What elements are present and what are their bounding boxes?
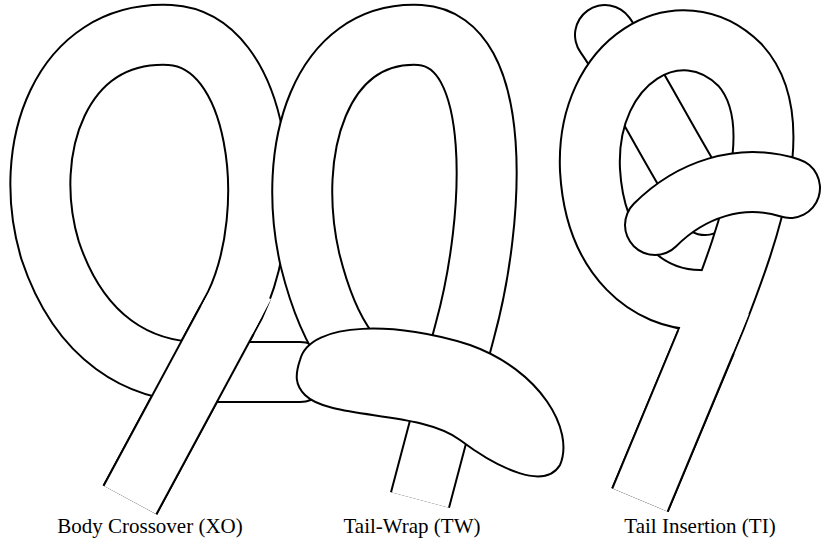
tail-insertion-figure — [590, 35, 790, 500]
rope-body — [590, 40, 764, 500]
rope-body — [40, 35, 300, 500]
wrapped-tail — [297, 329, 564, 477]
rope-crossing — [640, 303, 722, 500]
rope-crossing — [130, 286, 246, 501]
tail-wrap-figure — [297, 35, 564, 500]
rope-outline — [590, 40, 764, 500]
figure-caption: Body Crossover (XO) — [57, 514, 242, 539]
figure-caption: Tail Insertion (TI) — [624, 514, 775, 539]
figure-caption: Tail-Wrap (TW) — [343, 514, 480, 539]
through-loop — [655, 182, 790, 225]
rope-outline — [40, 35, 300, 500]
through-loop-outline — [655, 182, 790, 225]
